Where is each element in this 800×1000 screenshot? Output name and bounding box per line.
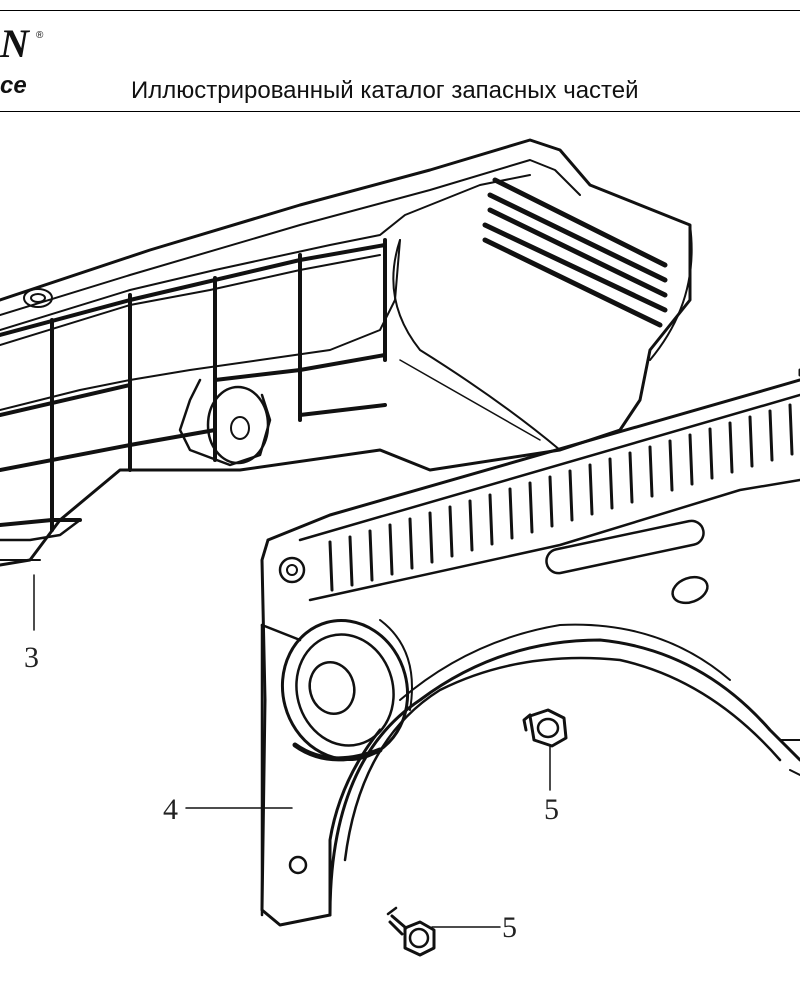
page-title: Иллюстрированный каталог запасных частей xyxy=(131,77,639,104)
header-bottom-rule xyxy=(0,111,800,112)
callout-5-lower: 5 xyxy=(502,911,517,944)
header-top-rule xyxy=(0,10,800,11)
part-3-housing-cover xyxy=(0,138,693,567)
callout-5-upper: 5 xyxy=(544,793,559,826)
registered-mark: ® xyxy=(36,30,44,41)
part-5-bolt-lower xyxy=(386,906,436,957)
brand-logo: N xyxy=(0,21,29,66)
part-4-guard-plate xyxy=(260,368,800,927)
brand-logo-subtext: ce xyxy=(0,72,27,99)
parts-exploded-drawing xyxy=(0,138,800,957)
catalog-header: N ® ce Иллюстрированный каталог запасных… xyxy=(0,0,800,112)
part-5-bolt-upper xyxy=(522,708,568,748)
callout-3: 3 xyxy=(24,641,39,674)
callout-4: 4 xyxy=(163,793,178,826)
